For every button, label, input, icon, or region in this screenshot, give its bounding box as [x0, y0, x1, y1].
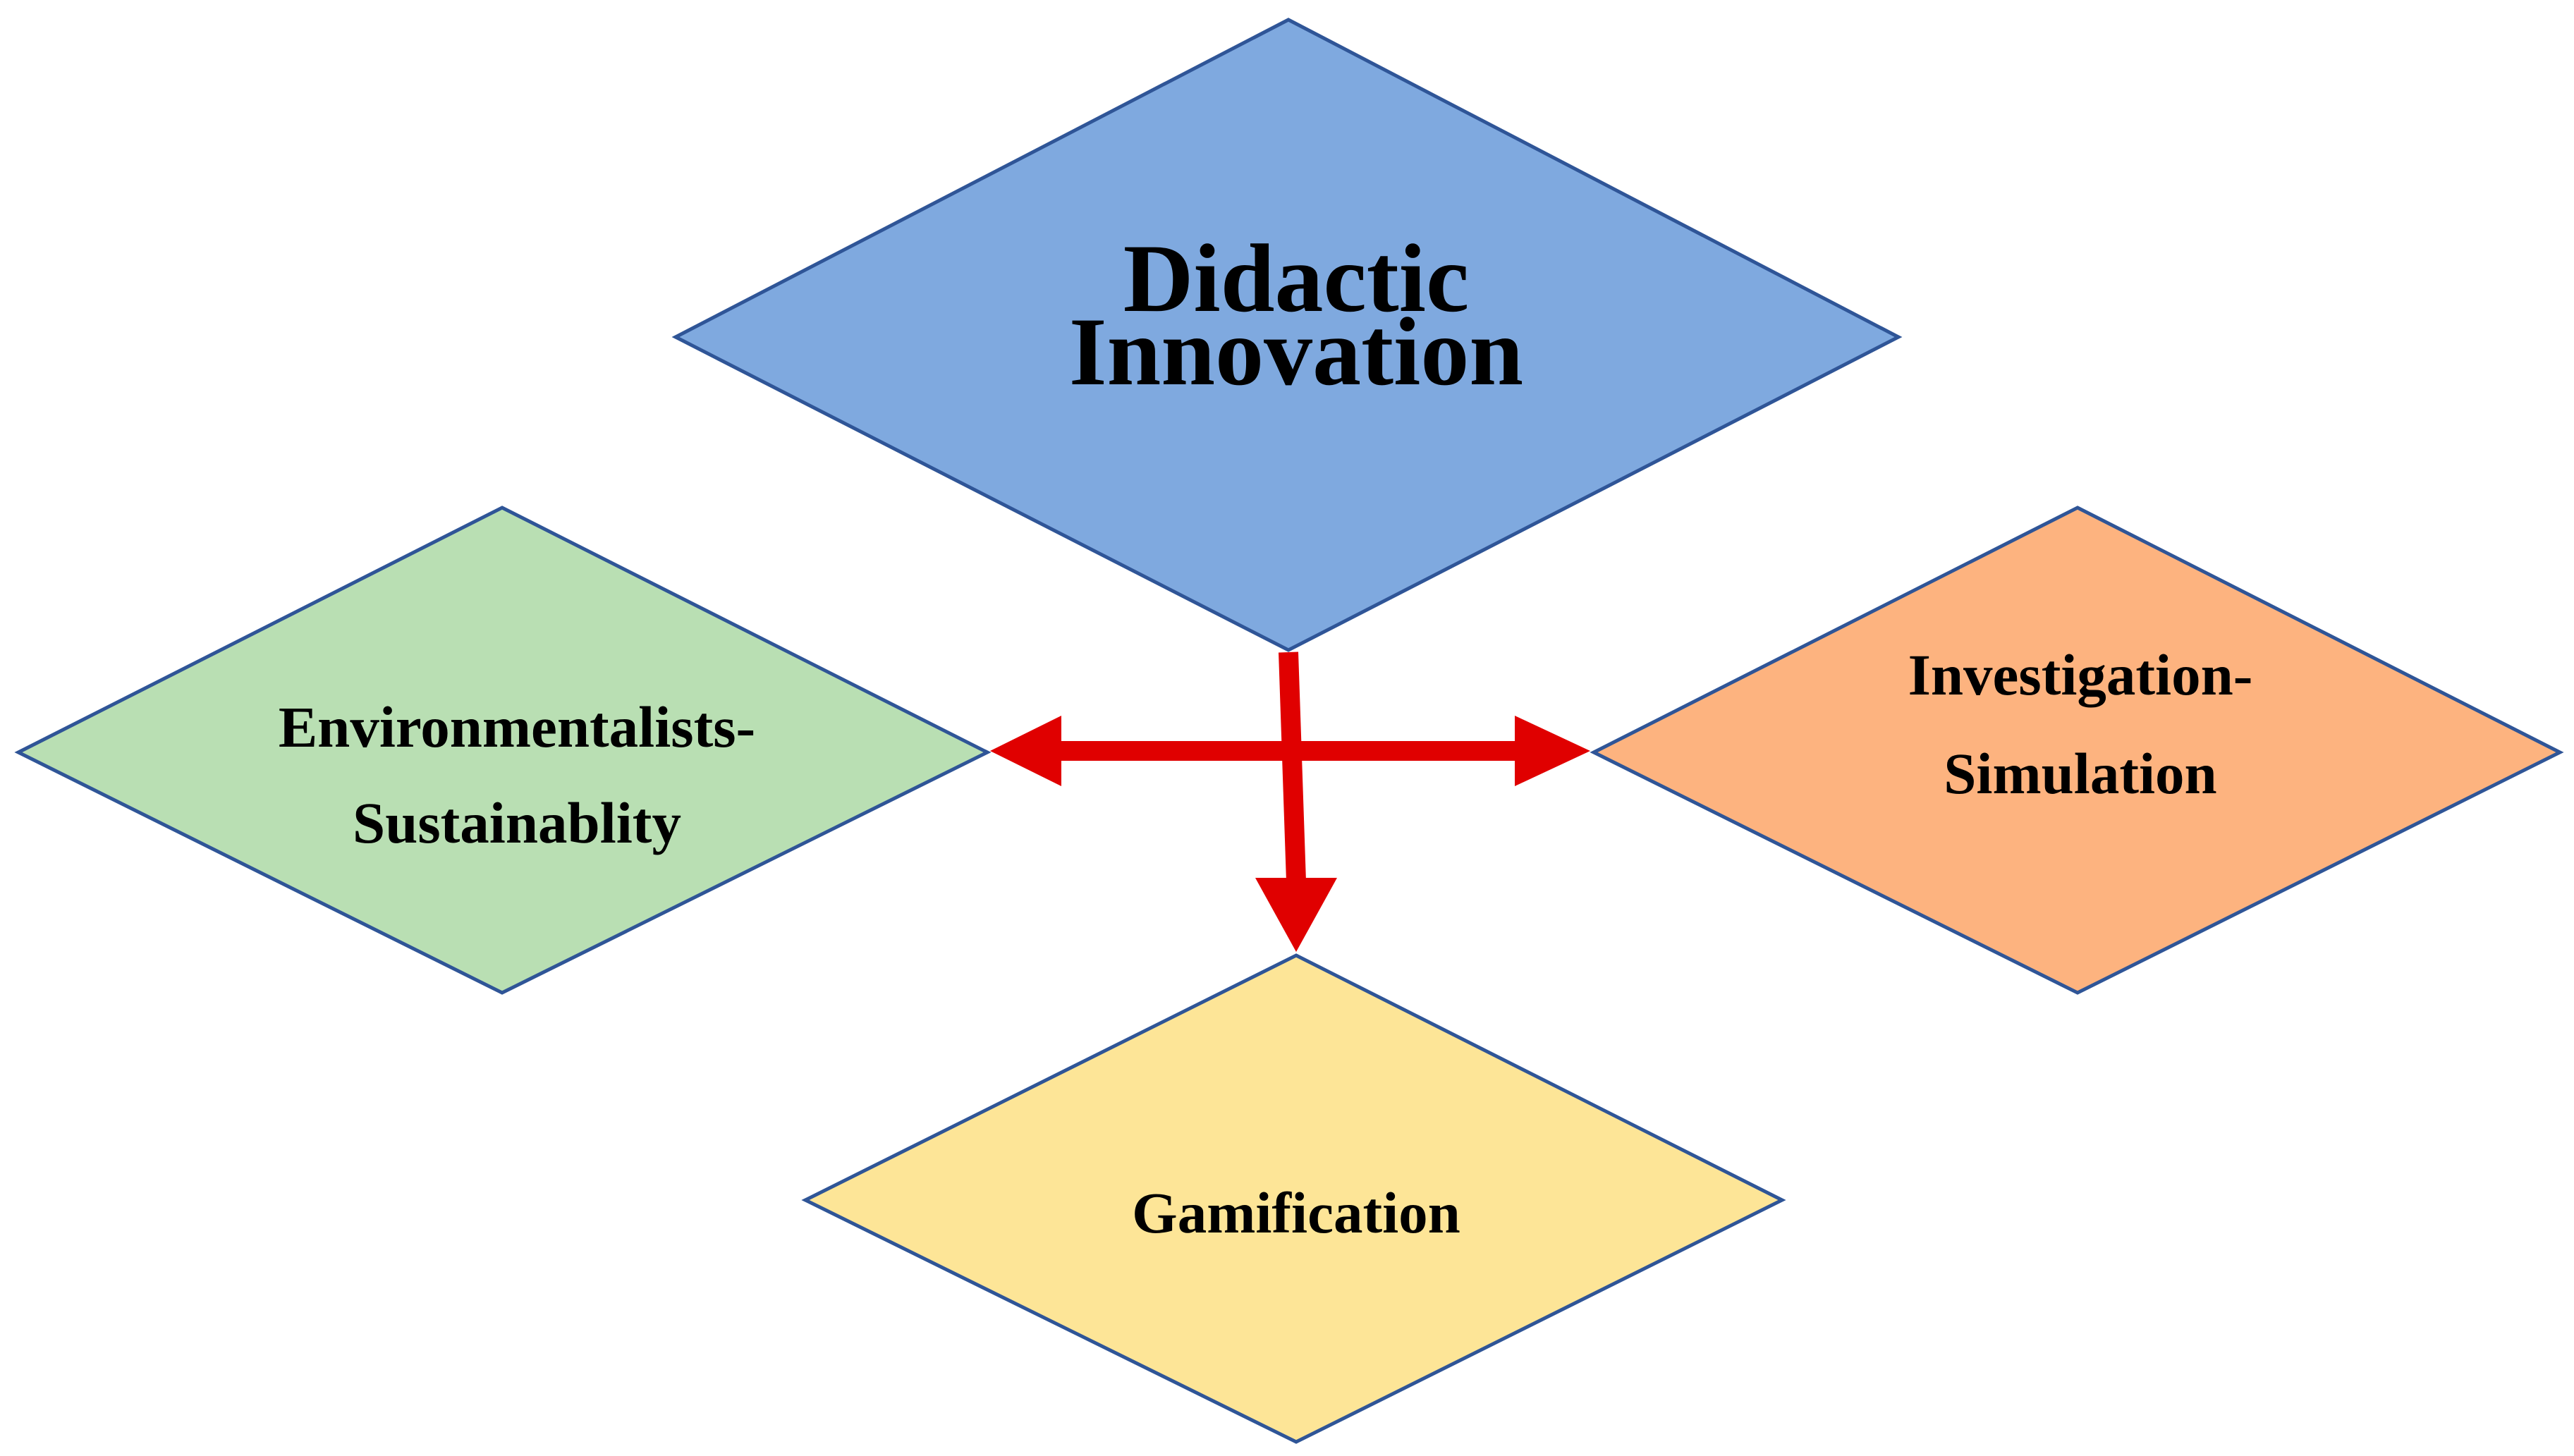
left-label-line-2: Sustainablity [353, 790, 681, 855]
bottom-label: Gamification [1132, 1180, 1460, 1245]
node-environmentalists-sustainablity: Environmentalists- Sustainablity [14, 506, 992, 995]
connector-vertical-stem [1279, 651, 1306, 882]
diamond-left [14, 506, 992, 995]
main-label-line-2: Innovation [1069, 298, 1523, 405]
arrowhead-down [1255, 878, 1337, 952]
right-label-line-2: Simulation [1944, 741, 2216, 806]
arrowhead-right [1515, 716, 1590, 786]
main-label-line-1: Didactic [1123, 224, 1470, 332]
connector-arrows [990, 651, 1590, 952]
node-gamification: Gamification [801, 953, 1786, 1444]
diamond-right [1590, 506, 2564, 995]
diamond-main [671, 18, 1903, 652]
left-label-line-1: Environmentalists- [279, 695, 755, 759]
node-investigation-simulation: Investigation- Simulation [1590, 506, 2564, 995]
diamond-bottom [801, 953, 1786, 1444]
node-didactic-innovation: Didactic Innovation [671, 18, 1903, 652]
arrowhead-left [990, 716, 1061, 786]
right-label-line-1: Investigation- [1908, 642, 2253, 707]
